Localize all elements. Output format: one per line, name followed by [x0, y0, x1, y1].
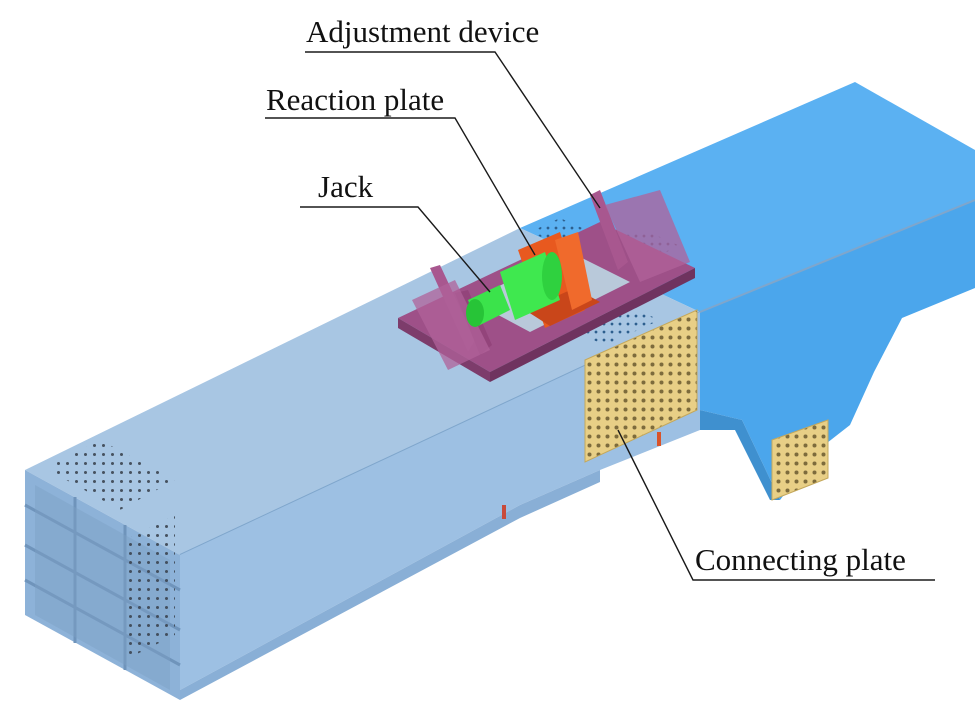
- top-bolt-field-right: [570, 305, 660, 345]
- end-bolt-field-top: [45, 440, 175, 510]
- leader-lines: [265, 51, 935, 581]
- adjustment-left-stiffener-3: [412, 280, 490, 370]
- connecting-plate-leader: [617, 429, 935, 581]
- connecting-plate-far: [771, 419, 829, 501]
- jack-rod-end: [466, 299, 484, 327]
- jack-cylinder-end: [542, 252, 562, 300]
- connecting-plate-main: [584, 309, 698, 463]
- main-girder-side: [180, 312, 700, 690]
- bottom-bracket-2: [657, 432, 661, 446]
- main-girder-bottom-flange: [180, 470, 600, 700]
- adjustment-device-label: Adjustment device: [306, 14, 539, 49]
- reaction-plate-label: Reaction plate: [266, 82, 444, 117]
- adjustment-right-stiffener-2: [605, 190, 690, 282]
- bottom-bracket: [502, 505, 506, 519]
- jack: [466, 252, 562, 327]
- adjustment-right-stiffener: [590, 190, 628, 270]
- end-bolt-field-side: [125, 515, 175, 660]
- jack-leader: [300, 206, 491, 293]
- main-girder: [24, 199, 975, 700]
- far-girder-notch-shade: [700, 410, 780, 500]
- connecting-plate-label: Connecting plate: [695, 542, 906, 577]
- jack-label: Jack: [318, 169, 374, 204]
- reaction-plate-leader: [265, 117, 536, 256]
- far-girder-side: [700, 200, 975, 500]
- adjustment-device-leader: [305, 51, 601, 209]
- reaction-plate-stiffener: [555, 232, 592, 310]
- adjustment-base-plate-edge-2: [490, 268, 695, 382]
